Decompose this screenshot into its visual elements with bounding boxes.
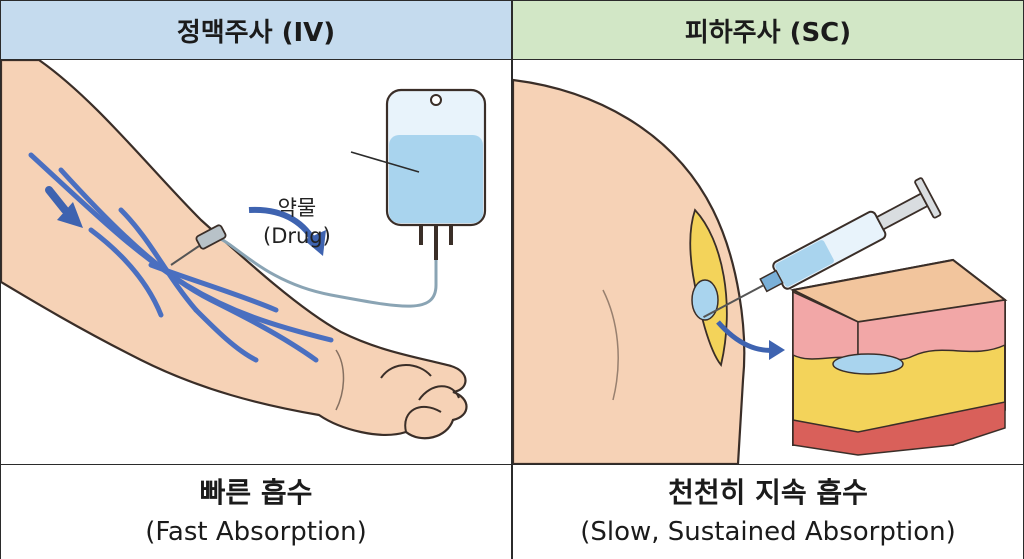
iv-needle — [170, 245, 200, 266]
arm — [1, 60, 468, 440]
drug-label-en: (Drug) — [263, 224, 331, 248]
iv-catheter — [195, 224, 227, 250]
drug-leader-line — [350, 151, 420, 173]
iv-caption-en: (Fast Absorption) — [145, 517, 367, 547]
iv-title: 정맥주사 (IV) — [1, 1, 511, 60]
sc-title: 피하주사 (SC) — [513, 1, 1023, 60]
iv-bag-fluid — [389, 135, 483, 223]
iv-caption-ko: 빠른 흡수 — [199, 476, 313, 509]
sc-caption: 천천히 지속 흡수 (Slow, Sustained Absorption) — [513, 464, 1023, 559]
syringe — [703, 177, 942, 319]
sc-illustration — [513, 60, 1023, 464]
iv-bag-hanger — [430, 94, 442, 106]
iv-illustration: 약물 (Drug) — [1, 60, 511, 464]
flow-arrow-head — [57, 202, 83, 228]
wrist-crease — [335, 349, 345, 411]
drip-arrow-head — [304, 230, 326, 256]
iv-panel: 정맥주사 (IV) — [1, 1, 513, 559]
skin-cross-section — [789, 258, 1008, 456]
iv-caption: 빠른 흡수 (Fast Absorption) — [1, 464, 511, 559]
iv-bag-ports — [419, 225, 453, 260]
iv-tube — [215, 236, 438, 308]
sc-drug-pool — [832, 353, 904, 375]
veins — [28, 152, 334, 363]
drug-label: 약물 (Drug) — [263, 194, 331, 250]
sc-panel: 피하주사 (SC) — [513, 1, 1023, 559]
shoulder — [513, 78, 746, 464]
arm-contour — [602, 289, 619, 401]
flow-arrow — [45, 186, 69, 214]
absorption-arrow-head — [769, 340, 785, 360]
drug-label-ko: 약물 — [277, 196, 317, 220]
hand-fingers — [380, 364, 460, 433]
sc-caption-ko: 천천히 지속 흡수 — [668, 476, 868, 509]
sc-caption-en: (Slow, Sustained Absorption) — [580, 517, 956, 547]
muscle-layer — [792, 401, 1006, 456]
drug-depot — [691, 279, 719, 321]
